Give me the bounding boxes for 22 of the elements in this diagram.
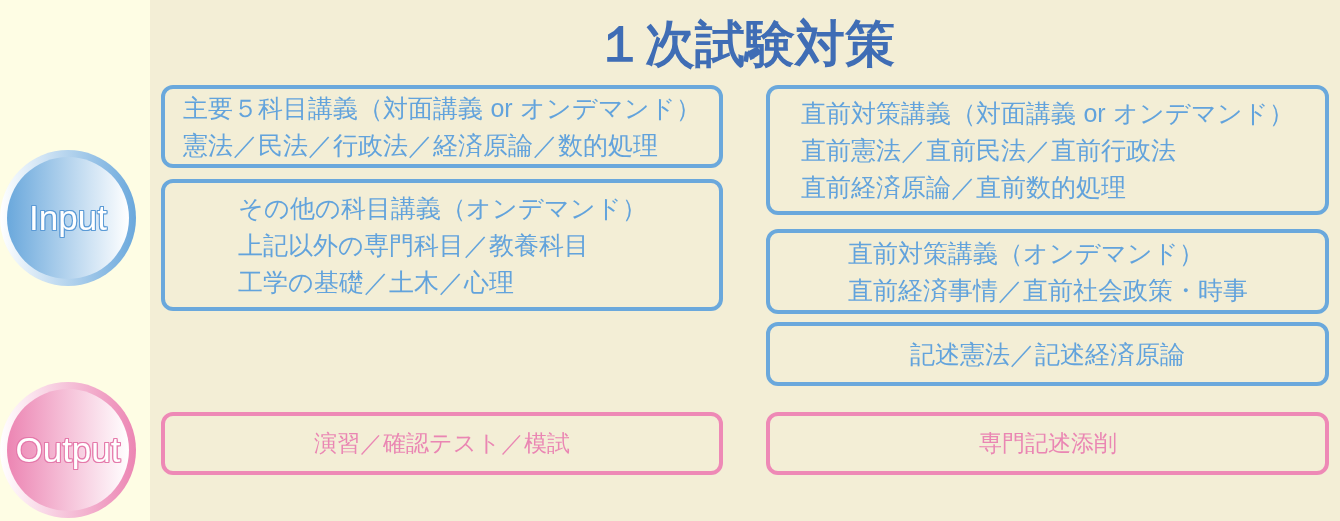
panel-text: 記述憲法／記述経済原論 [910, 338, 1185, 370]
panel-text: 専門記述添削 [978, 429, 1117, 458]
circle-label: Input [29, 197, 107, 239]
panel-text: 上記以外の専門科目／教養科目 [237, 229, 589, 261]
panel-text: 工学の基礎／土木／心理 [237, 266, 514, 298]
course-panel [766, 229, 1329, 314]
panel-text: 直前対策講義（オンデマンド） [847, 237, 1204, 269]
panel-text: 直前経済事情／直前社会政策・時事 [847, 274, 1248, 306]
panel-text: 演習／確認テスト／模試 [314, 429, 570, 458]
panel-text: 直前経済原論／直前数的処理 [801, 171, 1127, 203]
panel-text: 憲法／民法／行政法／経済原論／数的処理 [183, 129, 659, 161]
course-panel [766, 412, 1329, 475]
panel-text: その他の科目講義（オンデマンド） [237, 192, 647, 224]
panel-text: 直前対策講義（対面講義 or オンデマンド） [801, 97, 1294, 129]
panel-text: 主要５科目講義（対面講義 or オンデマンド） [183, 92, 701, 124]
course-panel [766, 322, 1329, 386]
course-panel [766, 85, 1329, 215]
course-panel [161, 412, 723, 475]
panel-text: 直前憲法／直前民法／直前行政法 [801, 134, 1177, 166]
course-panel [161, 179, 723, 311]
page-title: １次試験対策 [595, 15, 895, 74]
course-panel [161, 85, 723, 168]
